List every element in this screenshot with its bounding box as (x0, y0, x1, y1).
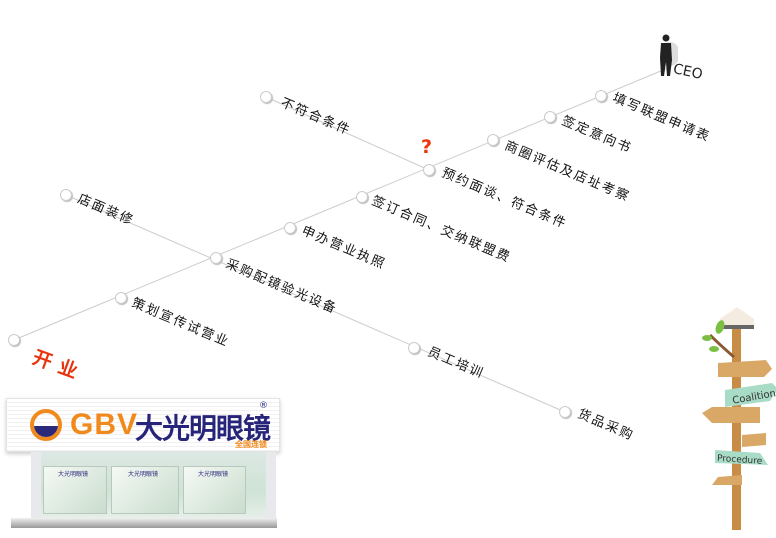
brand-name: 大光明眼镜 (135, 412, 271, 445)
node-not-qualified (260, 91, 272, 103)
signpost-icon: Coalition Procedure (702, 307, 776, 530)
node-business-license (284, 222, 296, 234)
logo-text: GBV (70, 408, 139, 441)
store-sign: GBV 大光明眼镜 ® 全国连锁 (6, 398, 280, 452)
question-mark: ? (421, 136, 433, 158)
chain-label: 全国连锁 (235, 440, 267, 449)
node-purchase-equipment (210, 252, 222, 264)
store-step (11, 518, 277, 528)
ceo-figure: CEO (658, 34, 704, 83)
store-front-image: GBV 大光明眼镜 ® 全国连锁 大光明眼镜 大光明眼镜 大光明眼镜 (6, 392, 282, 534)
store-windows: 大光明眼镜 大光明眼镜 大光明眼镜 (31, 452, 276, 518)
window-text: 大光明眼镜 (128, 471, 159, 478)
node-site-survey (487, 134, 499, 146)
window-text: 大光明眼镜 (198, 471, 229, 478)
branch-line-not-qualified (265, 96, 430, 171)
node-goods-purchase (559, 406, 571, 418)
branch-line-setup (65, 194, 566, 413)
procedure-sign-text: Procedure (717, 454, 763, 467)
node-staff-training (408, 342, 420, 354)
signpost-illustration: Coalition Procedure (690, 305, 776, 537)
registered-mark: ® (259, 401, 268, 411)
gbv-logo-icon (30, 409, 62, 441)
businessman-icon (660, 34, 680, 76)
node-fill-application (595, 90, 607, 102)
window-text: 大光明眼镜 (58, 471, 89, 478)
node-interview (423, 164, 435, 176)
node-opening (8, 334, 20, 346)
node-sign-intent (544, 111, 556, 123)
node-store-decoration (60, 189, 72, 201)
node-trial-operation (115, 292, 127, 304)
node-sign-contract (356, 191, 368, 203)
